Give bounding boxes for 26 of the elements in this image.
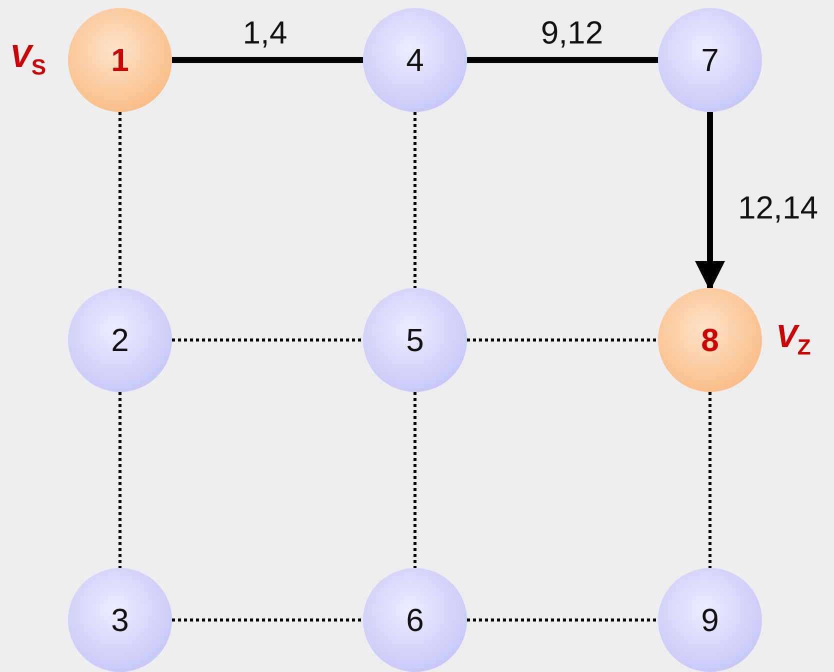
node-number: 6 (406, 602, 424, 638)
edge-label: 12,14 (738, 190, 818, 226)
dotted-line (118, 112, 122, 288)
dotted-line (172, 618, 363, 622)
node-number: 8 (701, 322, 719, 358)
edge-label: 9,12 (540, 14, 604, 52)
node-number: 3 (111, 602, 129, 638)
path-line (172, 57, 363, 63)
node-number: 1 (111, 42, 129, 78)
dotted-line (467, 338, 658, 342)
dotted-line (414, 112, 416, 288)
dotted-line (467, 618, 658, 622)
arrow (695, 112, 725, 291)
vertex-label: V$_{Z}$ (776, 318, 811, 360)
node-number: 9 (701, 602, 719, 638)
vertex-label: V$_{S}$ (10, 38, 46, 80)
dotted-line (118, 392, 122, 568)
dotted-line (414, 392, 416, 568)
node-number: 2 (111, 322, 129, 358)
node-number: 4 (406, 42, 424, 78)
dotted-line (172, 338, 363, 342)
path-line (467, 57, 658, 63)
edge-label: 1,4 (242, 14, 288, 52)
node-number: 7 (701, 42, 719, 78)
node-number: 5 (406, 322, 424, 358)
dotted-line (708, 392, 712, 568)
